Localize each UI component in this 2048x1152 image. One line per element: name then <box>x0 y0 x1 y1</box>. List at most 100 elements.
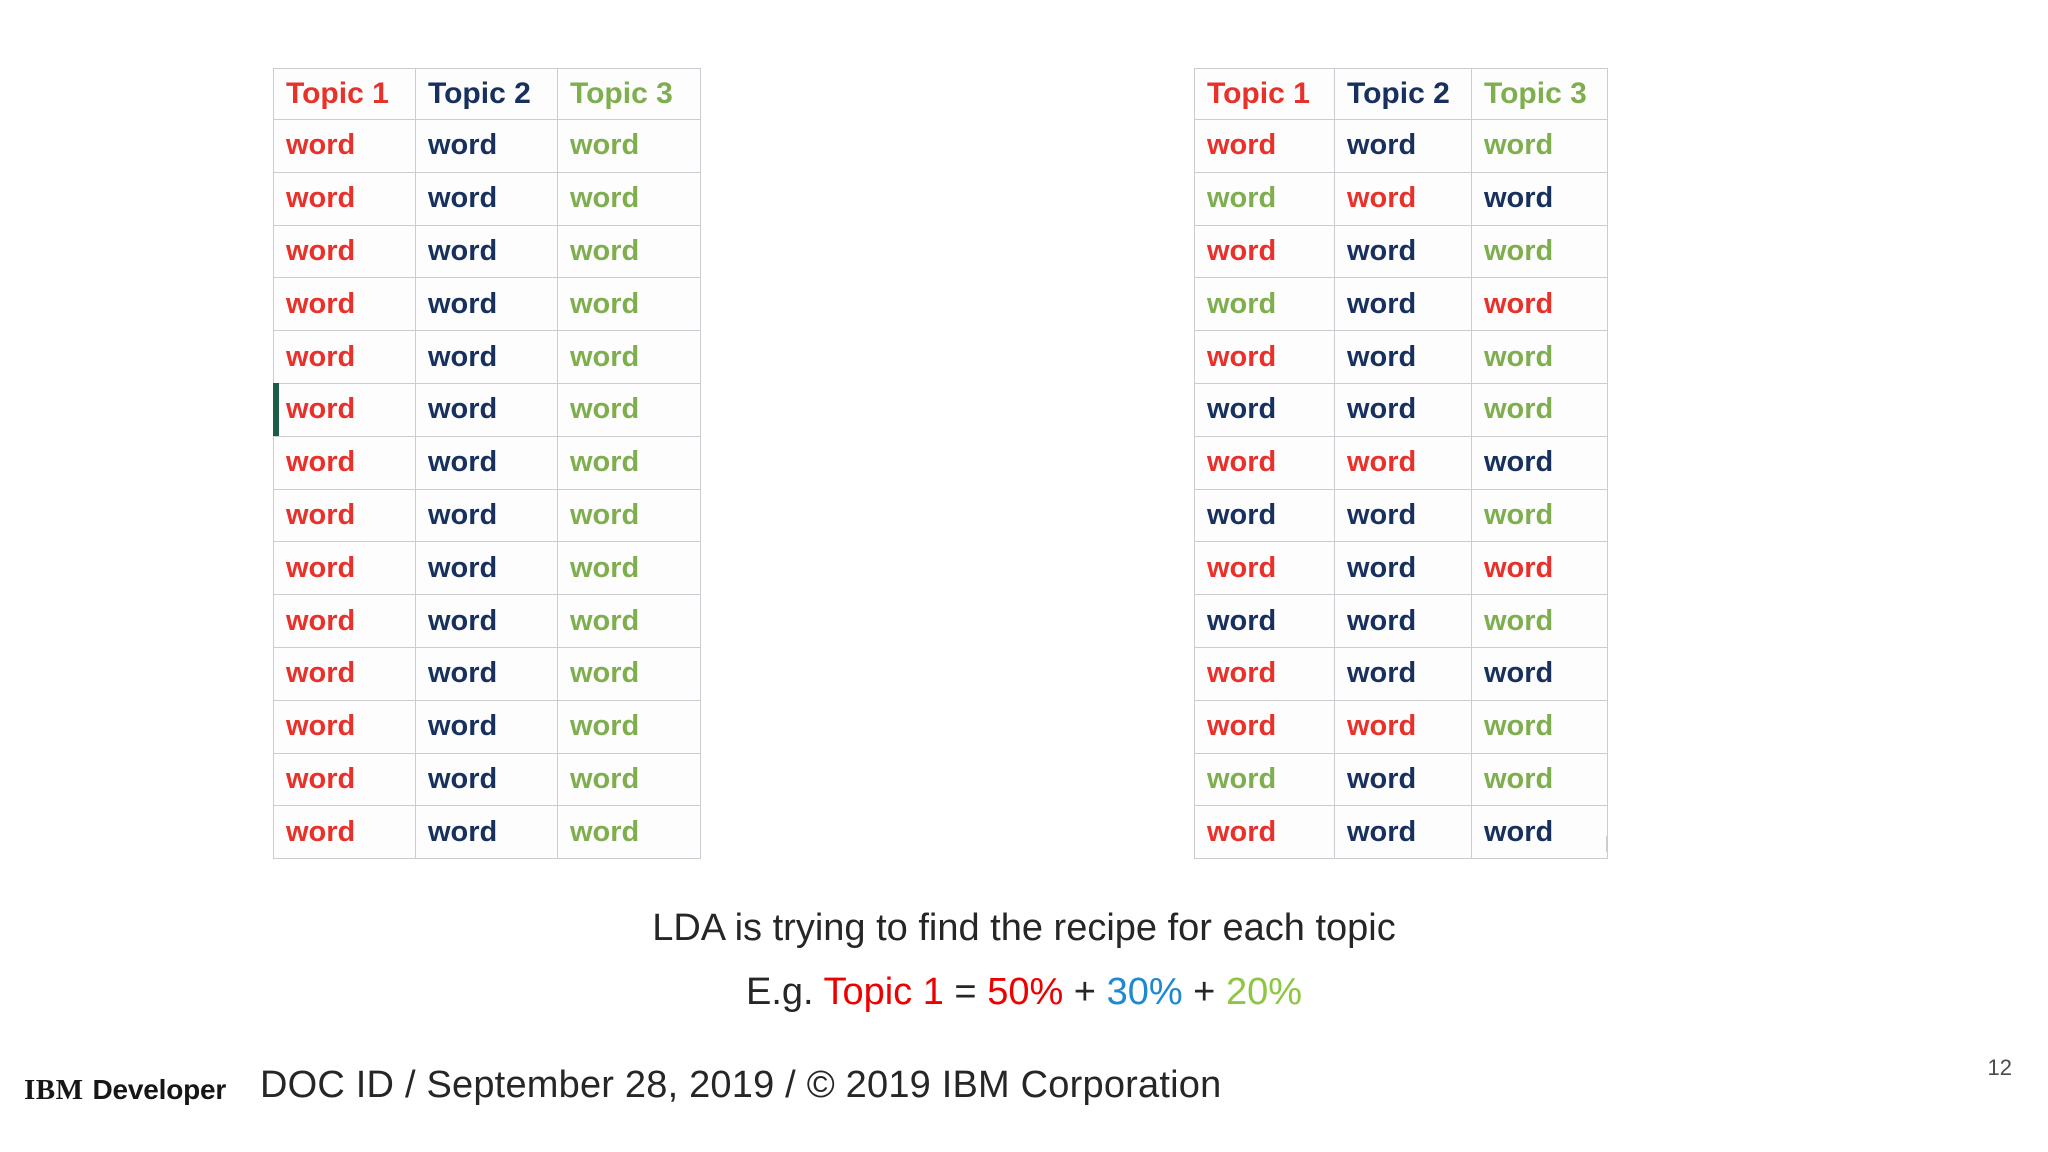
word-cell: word <box>1194 488 1335 543</box>
word-cell: word <box>415 488 558 543</box>
word-cell: word <box>415 646 558 701</box>
word-cell: word <box>1194 277 1335 332</box>
word-cell: word <box>557 224 701 279</box>
word-cell: word <box>1471 594 1608 648</box>
word-cell: word <box>273 119 416 173</box>
word-cell: word <box>1334 541 1472 596</box>
word-cell: word <box>1194 752 1335 807</box>
word-cell: word <box>1194 435 1335 490</box>
word-cell: word <box>1334 119 1472 173</box>
table-header-row: Topic 1 Topic 2 Topic 3 <box>1194 68 1608 120</box>
word-cell: word <box>1334 330 1472 384</box>
caption-prefix: E.g. <box>746 971 824 1013</box>
word-cell: word <box>1334 805 1472 860</box>
word-cell: word <box>415 277 558 332</box>
caption-percent-1: 50% <box>987 971 1064 1013</box>
word-cell: word <box>1471 171 1608 226</box>
word-cell: word <box>557 699 701 754</box>
word-cell: word <box>415 435 558 490</box>
word-cell: word <box>415 805 558 860</box>
word-cell: word <box>557 119 701 173</box>
word-cell: word <box>273 330 416 384</box>
word-cell: word <box>1334 646 1472 701</box>
ibm-logo-wordmark: Developer <box>92 1074 227 1105</box>
word-cell: word <box>273 752 416 807</box>
word-cell: word <box>1194 330 1335 384</box>
word-cell: word <box>415 382 558 437</box>
column-header-topic-3: Topic 3 <box>557 68 701 120</box>
word-cell: word <box>1194 541 1335 596</box>
word-cell: word <box>557 646 701 701</box>
word-cell: word <box>1471 699 1608 754</box>
word-cell: word <box>1471 382 1608 437</box>
word-cell: word <box>1471 488 1608 543</box>
caption-line-2: E.g. Topic 1 = 50% + 30% + 20% <box>0 960 2048 1024</box>
word-cell: word <box>415 119 558 173</box>
word-cell: word <box>273 541 416 596</box>
word-cell: word <box>1471 646 1608 701</box>
word-cell: word <box>415 594 558 648</box>
word-cell: word <box>557 594 701 648</box>
caption-percent-2: 30% <box>1106 971 1183 1013</box>
word-cell: word <box>557 435 701 490</box>
word-cell: word <box>1194 594 1335 648</box>
word-cell: word <box>1471 119 1608 173</box>
word-cell: word <box>415 224 558 279</box>
caption-plus-1: + <box>1063 971 1107 1013</box>
word-cell: word <box>1194 171 1335 226</box>
word-cell: word <box>557 541 701 596</box>
word-cell: word <box>273 699 416 754</box>
word-cell: word <box>273 277 416 332</box>
word-cell: word <box>415 752 558 807</box>
word-cell: word <box>1471 541 1608 596</box>
column-header-topic-3: Topic 3 <box>1471 68 1608 120</box>
word-cell: word <box>1194 119 1335 173</box>
word-cell: word <box>1194 646 1335 701</box>
word-cell: word <box>1334 382 1472 437</box>
word-cell: word <box>557 382 701 437</box>
word-cell: word <box>557 277 701 332</box>
word-cell: word <box>1334 594 1472 648</box>
caption-topic-label: Topic 1 <box>823 971 944 1013</box>
word-cell: word <box>1334 224 1472 279</box>
word-cell: word <box>1471 277 1608 332</box>
column-header-topic-2: Topic 2 <box>415 68 558 120</box>
word-cell: word <box>273 382 416 437</box>
caption-percent-3: 20% <box>1225 971 1302 1013</box>
column-header-topic-1: Topic 1 <box>1194 68 1335 120</box>
slide-footer: IBM Developer DOC ID / September 28, 201… <box>0 1034 2048 1152</box>
word-cell: word <box>273 488 416 543</box>
word-cell: word <box>1471 330 1608 384</box>
caption-line-1: LDA is trying to find the recipe for eac… <box>652 907 1396 949</box>
word-cell: word <box>1194 382 1335 437</box>
word-cell: word <box>557 330 701 384</box>
word-cell: word <box>557 752 701 807</box>
word-cell: word <box>1471 752 1608 807</box>
word-cell: word <box>1194 224 1335 279</box>
word-cell: word <box>1471 435 1608 490</box>
word-cell: word <box>415 171 558 226</box>
word-cell: word <box>273 805 416 860</box>
word-cell: word <box>1334 699 1472 754</box>
word-cell: word <box>273 594 416 648</box>
word-cell: word <box>557 805 701 860</box>
